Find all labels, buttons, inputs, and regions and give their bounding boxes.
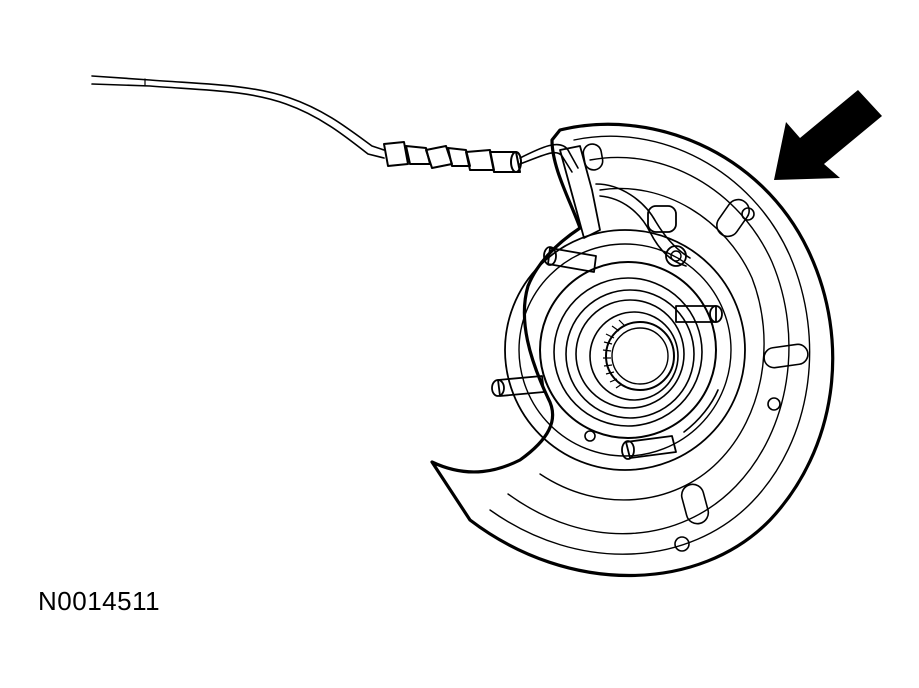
stud-bottom bbox=[621, 435, 677, 460]
stud-left bbox=[491, 375, 545, 397]
stud-right bbox=[675, 305, 723, 323]
indicator-arrow-icon bbox=[774, 90, 882, 180]
stud-top-left bbox=[543, 246, 597, 273]
brake-splash-shield bbox=[430, 122, 835, 578]
wheel-studs bbox=[491, 246, 723, 460]
cable-connector bbox=[383, 141, 579, 173]
hub-splines bbox=[602, 319, 626, 389]
wheel-hub bbox=[504, 229, 746, 471]
figure-id-label: N0014511 bbox=[38, 586, 161, 616]
abs-sensor-cable bbox=[91, 75, 385, 159]
